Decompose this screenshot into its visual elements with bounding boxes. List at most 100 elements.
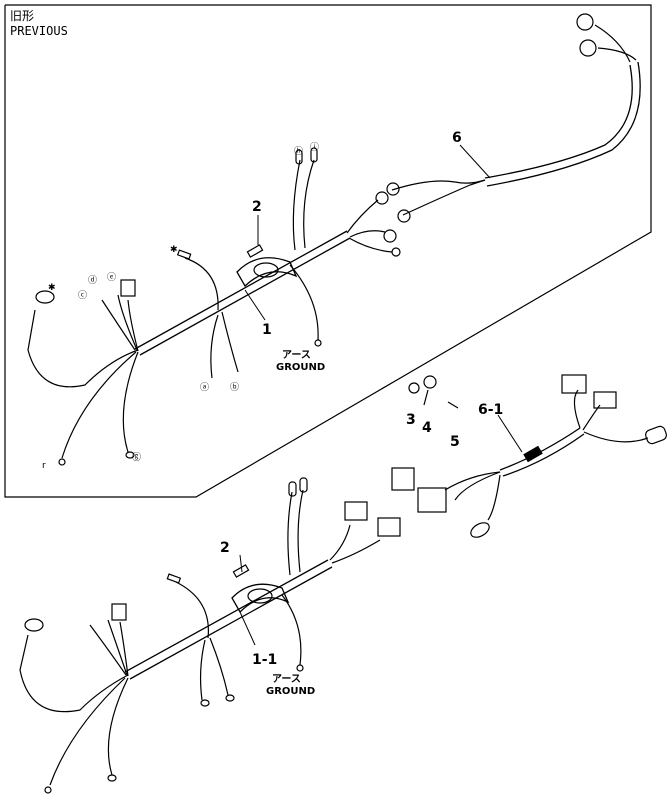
callout-1-1-leader <box>239 611 256 646</box>
bottom-terminal-b <box>225 694 235 702</box>
harness-6-1-wire-5 <box>454 471 501 501</box>
bottom-clip-part <box>232 564 250 578</box>
bottom-wire-e <box>119 621 129 677</box>
bottom-connector-1 <box>344 501 368 521</box>
top-main-sleeve-lower <box>139 237 351 356</box>
top-branch-wire-3 <box>348 237 393 253</box>
mark-h-top: ⓗ <box>294 146 303 157</box>
ground-label-top-jp: アース <box>282 349 311 361</box>
harness-6-connector-b <box>397 209 411 223</box>
harness-6-connector-a <box>386 182 400 196</box>
bottom-branch-wire-1 <box>329 524 351 561</box>
callout-2-bottom: 2 <box>220 540 230 556</box>
top-clip-body <box>253 262 279 278</box>
top-wire-d <box>117 294 138 351</box>
bottom-clip-band <box>231 583 290 614</box>
harness-6-upper-line <box>484 64 633 179</box>
top-terminal-r <box>58 458 66 466</box>
harness-6-end-connector-1 <box>576 13 594 31</box>
mark-star-left: ✱ <box>48 283 56 293</box>
part-3-grommet <box>408 382 420 394</box>
callout-6-1-leader <box>497 414 523 453</box>
bottom-star-wire <box>175 581 209 639</box>
ground-label-bottom-jp: アース <box>272 673 301 685</box>
bottom-wire-c <box>89 624 127 676</box>
top-round-connector-3 <box>391 247 401 257</box>
callout-1-leader <box>244 289 266 321</box>
harness-6-end-wire-2 <box>597 47 637 61</box>
harness-6-1-group <box>391 374 667 538</box>
top-harness-group <box>27 13 641 466</box>
harness-6-1-wire-6 <box>487 474 501 521</box>
harness-6-1-wire-3 <box>583 431 649 443</box>
bottom-ground-terminal <box>296 664 304 672</box>
bottom-main-sleeve-lower <box>129 566 333 680</box>
loose-parts-group <box>408 375 459 409</box>
bottom-wire-top-2 <box>297 489 304 573</box>
bottom-harness-group <box>19 477 401 794</box>
top-wire-r <box>61 351 137 459</box>
harness-6-1-wire-4 <box>444 471 501 491</box>
top-wire-h <box>292 159 301 251</box>
bottom-wire-g <box>107 677 129 776</box>
bottom-terminal-g <box>107 774 117 782</box>
harness-6-branch-b <box>402 179 486 216</box>
bottom-main-sleeve-upper <box>124 559 329 673</box>
top-block-connector <box>120 279 136 297</box>
harness-6-1-connector-1 <box>561 374 587 394</box>
mark-star-mid: ✱ <box>170 245 178 255</box>
bottom-wire-top-1 <box>287 491 293 576</box>
top-wire-e <box>127 299 139 352</box>
bottom-wire-a <box>199 639 206 701</box>
top-branch-wire-2 <box>349 230 386 238</box>
part-4-ring <box>423 375 437 389</box>
mark-b: ⓑ <box>230 382 239 393</box>
harness-6-1-connector-3 <box>391 467 415 491</box>
bottom-wire-r <box>49 677 126 786</box>
top-terminal-g <box>125 451 135 459</box>
top-left-loop <box>27 309 139 388</box>
callout-5: 5 <box>450 434 460 450</box>
mark-r: r <box>42 461 46 471</box>
bottom-terminal-a <box>200 699 210 707</box>
part-5-pin <box>447 401 459 409</box>
top-left-round-connector <box>35 290 55 304</box>
harness-6-1-wire-2 <box>582 404 601 431</box>
harness-6-1-lower <box>502 433 585 477</box>
top-star-terminal <box>176 249 192 260</box>
harness-6-1-band <box>523 445 543 463</box>
bottom-terminal-r <box>44 786 52 794</box>
harness-6-lower-line <box>486 61 641 187</box>
top-terminal-h <box>295 149 303 165</box>
harness-6-1-connector-2 <box>593 391 617 409</box>
top-wire-c <box>101 299 136 351</box>
callout-6-1: 6-1 <box>478 402 503 418</box>
top-main-sleeve-upper <box>134 230 348 350</box>
bottom-branch-wire-2 <box>331 539 381 564</box>
top-wire-i <box>303 159 315 249</box>
previous-version-frame <box>4 4 652 498</box>
header-jp: 旧形 <box>10 9 34 23</box>
top-ground-wire <box>289 264 319 341</box>
top-round-connector-2 <box>383 229 397 243</box>
callout-6: 6 <box>452 130 462 146</box>
top-branch-wire-1 <box>346 199 379 234</box>
bottom-terminal-top-1 <box>288 481 297 497</box>
mark-i-top: ⓘ <box>310 142 319 153</box>
mark-g: ⓖ <box>132 452 141 463</box>
top-round-connector-1 <box>375 191 389 205</box>
top-star-wire <box>184 257 219 311</box>
harness-6-1-plug <box>470 522 490 538</box>
bottom-clip-body <box>247 588 273 604</box>
callout-2-bottom-leader <box>239 554 243 573</box>
callout-1: 1 <box>262 322 272 338</box>
mark-d: ⓓ <box>88 275 97 286</box>
ground-label-top-en: GROUND <box>276 362 325 373</box>
harness-6-end-wire-1 <box>594 24 631 63</box>
harness-6-end-connector-2 <box>579 39 597 57</box>
callout-6-leader <box>459 144 491 179</box>
top-clip-band <box>236 257 298 288</box>
mark-c: ⓒ <box>78 290 87 301</box>
